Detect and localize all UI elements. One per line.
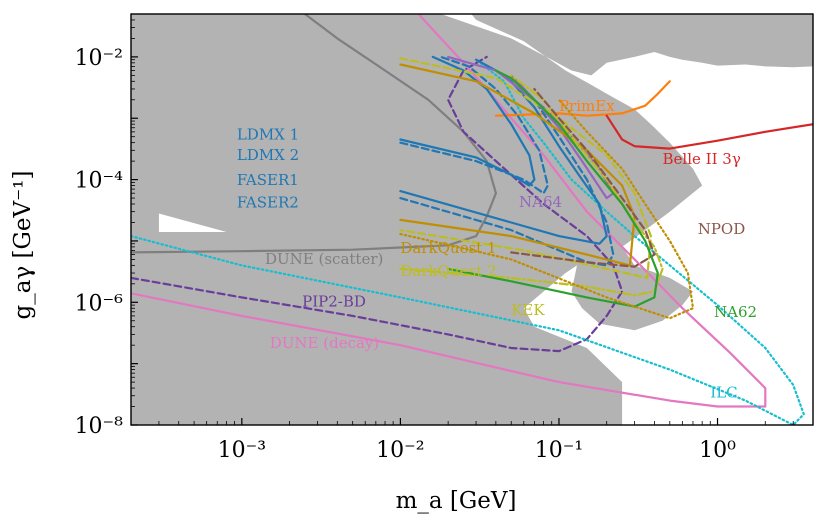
curve-label-7: NPOD — [698, 220, 746, 238]
curve-label-11: PIP2-BD — [302, 293, 366, 311]
x-tick-label-2: 10⁻¹ — [535, 438, 583, 463]
y-tick-label-0: 10⁻⁸ — [75, 414, 124, 439]
curve-label-12: KEK — [511, 301, 545, 319]
series-line-16 — [399, 98, 695, 320]
curve-label-0: LDMX 1 — [237, 126, 299, 144]
series-lines — [131, 14, 813, 425]
curve-label-1: LDMX 2 — [237, 146, 299, 164]
y-axis-ticks: 10⁻⁸ 10⁻⁶ 10⁻⁴ 10⁻² — [75, 13, 138, 439]
series-line-6 — [399, 55, 536, 187]
plot-frame — [130, 13, 814, 426]
series-line-15 — [447, 69, 659, 308]
plot-area — [131, 14, 813, 425]
excluded-regions — [131, 14, 813, 425]
curve-label-13: DUNE (decay) — [270, 334, 380, 352]
series-line-14 — [510, 87, 656, 268]
series-line-11 — [399, 63, 636, 267]
x-axis-title: m_a [GeV] — [396, 488, 517, 514]
curve-label-14: ILC — [710, 384, 737, 402]
series-line-3 — [131, 58, 805, 425]
excluded-region — [131, 14, 813, 425]
x-axis-ticks: 10⁻³ 10⁻² 10⁻¹ 10⁰ — [130, 418, 814, 463]
curve-label-9: DarkQuest 1 — [400, 239, 496, 257]
y-tick-label-2: 10⁻⁴ — [75, 169, 124, 194]
y-tick-label-3: 10⁻² — [75, 46, 123, 71]
x-tick-label-0: 10⁻³ — [218, 438, 266, 463]
series-line-1 — [131, 55, 624, 353]
y-axis-title: g_aγ [GeV⁻¹] — [10, 171, 36, 320]
curve-label-5: PrimEx — [559, 97, 615, 115]
curve-label-15: NA62 — [714, 303, 757, 321]
series-line-5 — [605, 114, 813, 150]
series-line-0 — [131, 14, 497, 254]
series-line-4 — [494, 80, 671, 117]
curve-label-3: FASER2 — [237, 194, 299, 212]
y-tick-label-1: 10⁻⁶ — [75, 291, 124, 316]
x-tick-label-3: 10⁰ — [699, 438, 736, 463]
axes: 10⁻³ 10⁻² 10⁻¹ 10⁰ 10⁻⁸ 10⁻⁶ 10⁻⁴ 10⁻² m_a [Ge… — [10, 13, 814, 514]
curve-label-2: FASER1 — [237, 171, 299, 189]
series-line-7 — [399, 55, 549, 195]
curve-label-10: DarkQuest 2 — [400, 262, 496, 280]
curve-label-6: Belle II 3γ — [663, 150, 741, 168]
curve-label-4: NA64 — [519, 193, 562, 211]
series-line-13 — [399, 74, 664, 297]
x-tick-label-1: 10⁻² — [376, 438, 424, 463]
excluded-region-gap — [158, 213, 227, 232]
curve-label-8: DUNE (scatter) — [265, 250, 383, 268]
